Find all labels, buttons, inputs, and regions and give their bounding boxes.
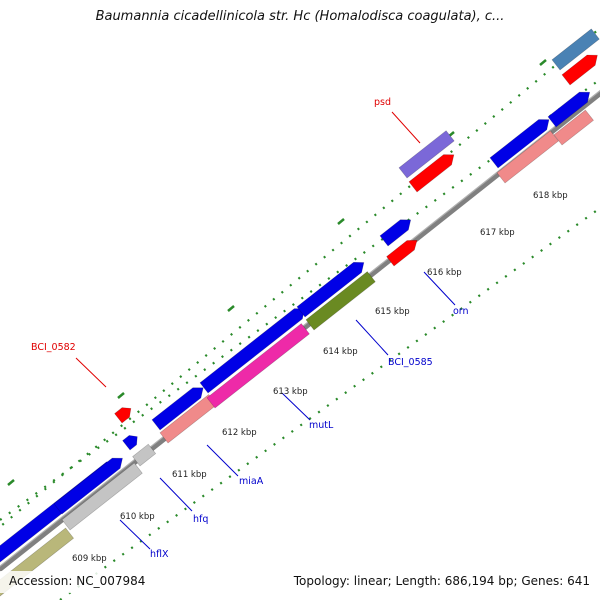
gene-label-orn: orn (453, 306, 469, 317)
leader-miaa (206, 444, 239, 477)
scale-label-617: 617 kbp (480, 228, 515, 238)
scale-labels: 609 kbp 610 kbp 611 kbp 612 kbp 613 kbp 614 k… (72, 191, 568, 564)
feature-red-2 (561, 54, 598, 86)
feature-blue-2 (122, 435, 138, 451)
page-title: Baumannia cicadellinicola str. Hc (Homal… (95, 9, 505, 24)
gene-label-mutl: mutL (309, 420, 334, 431)
scale-label-615: 615 kbp (375, 307, 410, 317)
footer-bar: Accession: NC_007984 Topology: linear; L… (0, 571, 600, 593)
accession-text: Accession: NC_007984 (9, 574, 146, 588)
major-tick-2 (227, 305, 235, 312)
gene-label-miaa: miaA (239, 476, 264, 487)
feature-blue-6 (379, 219, 412, 247)
feature-grey-0 (61, 462, 143, 531)
scale-label-618: 618 kbp (533, 191, 568, 201)
leader-hfq (159, 477, 193, 512)
feature-blue-8 (547, 91, 591, 128)
scale-label-610: 610 kbp (120, 512, 155, 522)
tick-track-2 (59, 206, 600, 600)
leader-psd (391, 111, 421, 144)
gene-label-hflx: hflX (150, 549, 169, 560)
gene-label-hfq: hfq (193, 514, 208, 525)
major-tick-0 (7, 479, 15, 486)
major-tick-5 (539, 59, 547, 66)
feature-grey-1 (132, 443, 157, 467)
feature-red-3 (114, 407, 132, 424)
scale-label-613: 613 kbp (273, 387, 308, 397)
feature-pink-1 (496, 130, 559, 184)
scale-label-612: 612 kbp (222, 428, 257, 438)
gene-features (0, 28, 600, 597)
feature-blue-1 (53, 457, 123, 515)
feature-blue-3 (151, 387, 204, 431)
feature-pink-2 (553, 109, 594, 146)
scale-label-611: 611 kbp (172, 470, 207, 480)
scale-label-616: 616 kbp (427, 268, 462, 278)
leader-bci0582 (75, 357, 107, 388)
feature-purple-0 (398, 130, 455, 179)
leader-hflx (119, 519, 151, 550)
feature-red-0 (386, 239, 418, 267)
leader-orn (423, 271, 456, 306)
label-leader-lines (75, 111, 456, 550)
leader-mutl (281, 392, 311, 421)
feature-pink-0 (159, 394, 218, 444)
scale-label-609: 609 kbp (72, 554, 107, 564)
feature-olive-0 (305, 271, 376, 331)
feature-blue-5 (296, 261, 365, 318)
feature-red-1 (408, 154, 455, 193)
major-tick-3 (337, 218, 345, 225)
feature-magenta-0 (206, 323, 310, 409)
gene-label-bci0585: BCI_0585 (388, 357, 433, 368)
major-tick-1 (117, 392, 125, 399)
leader-bci0585 (355, 319, 389, 356)
topology-text: Topology: linear; Length: 686,194 bp; Ge… (293, 574, 590, 588)
scale-label-614: 614 kbp (323, 347, 358, 357)
feature-blue-7 (489, 119, 550, 169)
feature-steel-0 (551, 28, 600, 71)
gene-label-psd: psd (374, 97, 391, 108)
feature-blue-4 (199, 308, 305, 394)
gene-label-bci0582: BCI_0582 (31, 342, 76, 353)
